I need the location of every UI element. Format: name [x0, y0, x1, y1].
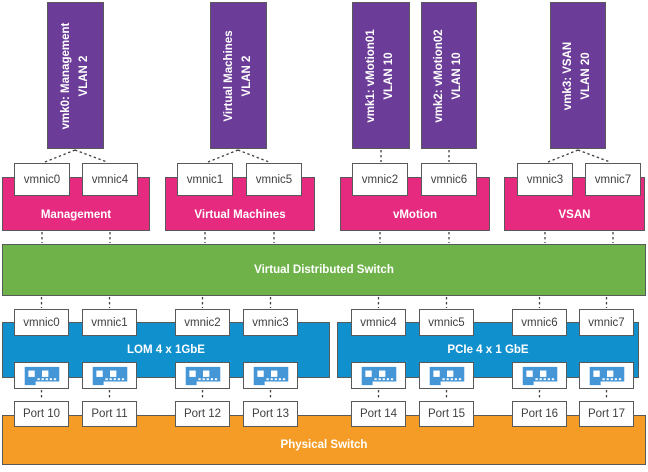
host-vmnic-box: vmnic7	[579, 309, 634, 336]
uplink-vmnic-box: vmnic3	[517, 163, 573, 196]
host-vmnic-box: vmnic2	[175, 309, 230, 336]
vmkernel-vlan: VLAN 10	[451, 51, 463, 100]
nic-card-box	[579, 362, 634, 389]
vds-label: Virtual Distributed Switch	[254, 264, 394, 276]
uplink-vmnic-box: vmnic0	[14, 163, 70, 196]
adapter-label: LOM 4 x 1GbE	[127, 344, 205, 356]
vmkernel-name: Virtual Machines	[222, 29, 235, 122]
vds-bar: Virtual Distributed Switch	[2, 244, 646, 296]
host-vmnic-box: vmnic1	[82, 309, 137, 336]
nic-card-icon	[522, 366, 557, 385]
host-vmnic-box: vmnic6	[512, 309, 567, 336]
vmkernel-vlan: VLAN 20	[580, 51, 592, 100]
nic-card-box	[175, 362, 230, 389]
switch-port-box: Port 11	[82, 401, 137, 427]
switch-port-box: Port 17	[579, 401, 634, 427]
portgroup-label: VSAN	[558, 209, 591, 221]
host-vmnic-box: vmnic0	[14, 309, 69, 336]
nic-card-icon	[429, 366, 464, 385]
nic-card-icon	[92, 366, 127, 385]
switch-port-box: Port 12	[175, 401, 230, 427]
nic-card-icon	[589, 366, 624, 385]
vmkernel-label: vmk3: VSAN VLAN 20	[550, 2, 606, 149]
portgroup-label: vMotion	[392, 209, 438, 221]
nic-card-icon	[253, 366, 288, 385]
vmkernel-label: vmk0: Management VLAN 2	[48, 2, 104, 149]
nic-card-icon	[24, 366, 59, 385]
host-vmnic-box: vmnic5	[419, 309, 474, 336]
vmkernel-name: vmk3: VSAN	[562, 41, 575, 110]
nic-card-icon	[361, 366, 396, 385]
vmkernel-label: vmk2: vMotion02 VLAN 10	[421, 2, 477, 149]
vmkernel-vlan: VLAN 2	[240, 55, 253, 96]
vmkernel-box-vsan: vmk3: VSAN VLAN 20	[550, 2, 606, 149]
vmkernel-vlan: VLAN 2	[77, 55, 90, 96]
vmkernel-box-virtual-machines: Virtual Machines VLAN 2	[210, 2, 267, 149]
vmkernel-label: Virtual Machines VLAN 2	[211, 2, 267, 149]
nic-card-box	[82, 362, 137, 389]
uplink-vmnic-box: vmnic1	[177, 163, 233, 196]
host-vmnic-box: vmnic3	[243, 309, 298, 336]
adapter-label: PCIe 4 x 1 GbE	[447, 344, 529, 356]
vmkernel-name: vmk2: vMotion02	[433, 28, 446, 123]
vmkernel-box-vmotion02: vmk2: vMotion02 VLAN 10	[421, 2, 477, 149]
nic-card-box	[14, 362, 69, 389]
vmkernel-label: vmk1: vMotion01 VLAN 10	[353, 2, 409, 149]
vmkernel-name: vmk1: vMotion01	[365, 28, 378, 123]
uplink-vmnic-box: vmnic6	[421, 163, 477, 196]
switch-port-box: Port 16	[512, 401, 567, 427]
host-vmnic-box: vmnic4	[351, 309, 406, 336]
physical-switch-label: Physical Switch	[280, 439, 368, 451]
vmkernel-box-management: vmk0: Management VLAN 2	[47, 2, 104, 149]
vmkernel-name: vmk0: Management	[59, 22, 72, 129]
nic-card-box	[243, 362, 298, 389]
switch-port-box: Port 15	[419, 401, 474, 427]
uplink-vmnic-box: vmnic5	[246, 163, 302, 196]
portgroup-label: Virtual Machines	[194, 209, 286, 221]
switch-port-box: Port 13	[243, 401, 298, 427]
switch-port-box: Port 14	[351, 401, 406, 427]
vmkernel-vlan: VLAN 10	[383, 51, 395, 100]
nic-card-icon	[185, 366, 220, 385]
nic-card-box	[351, 362, 406, 389]
nic-card-box	[419, 362, 474, 389]
switch-port-box: Port 10	[14, 401, 69, 427]
vmkernel-box-vmotion01: vmk1: vMotion01 VLAN 10	[352, 2, 410, 149]
uplink-vmnic-box: vmnic2	[352, 163, 408, 196]
nic-card-box	[512, 362, 567, 389]
portgroup-label: Management	[40, 209, 112, 221]
uplink-vmnic-box: vmnic4	[82, 163, 138, 196]
uplink-vmnic-box: vmnic7	[585, 163, 641, 196]
